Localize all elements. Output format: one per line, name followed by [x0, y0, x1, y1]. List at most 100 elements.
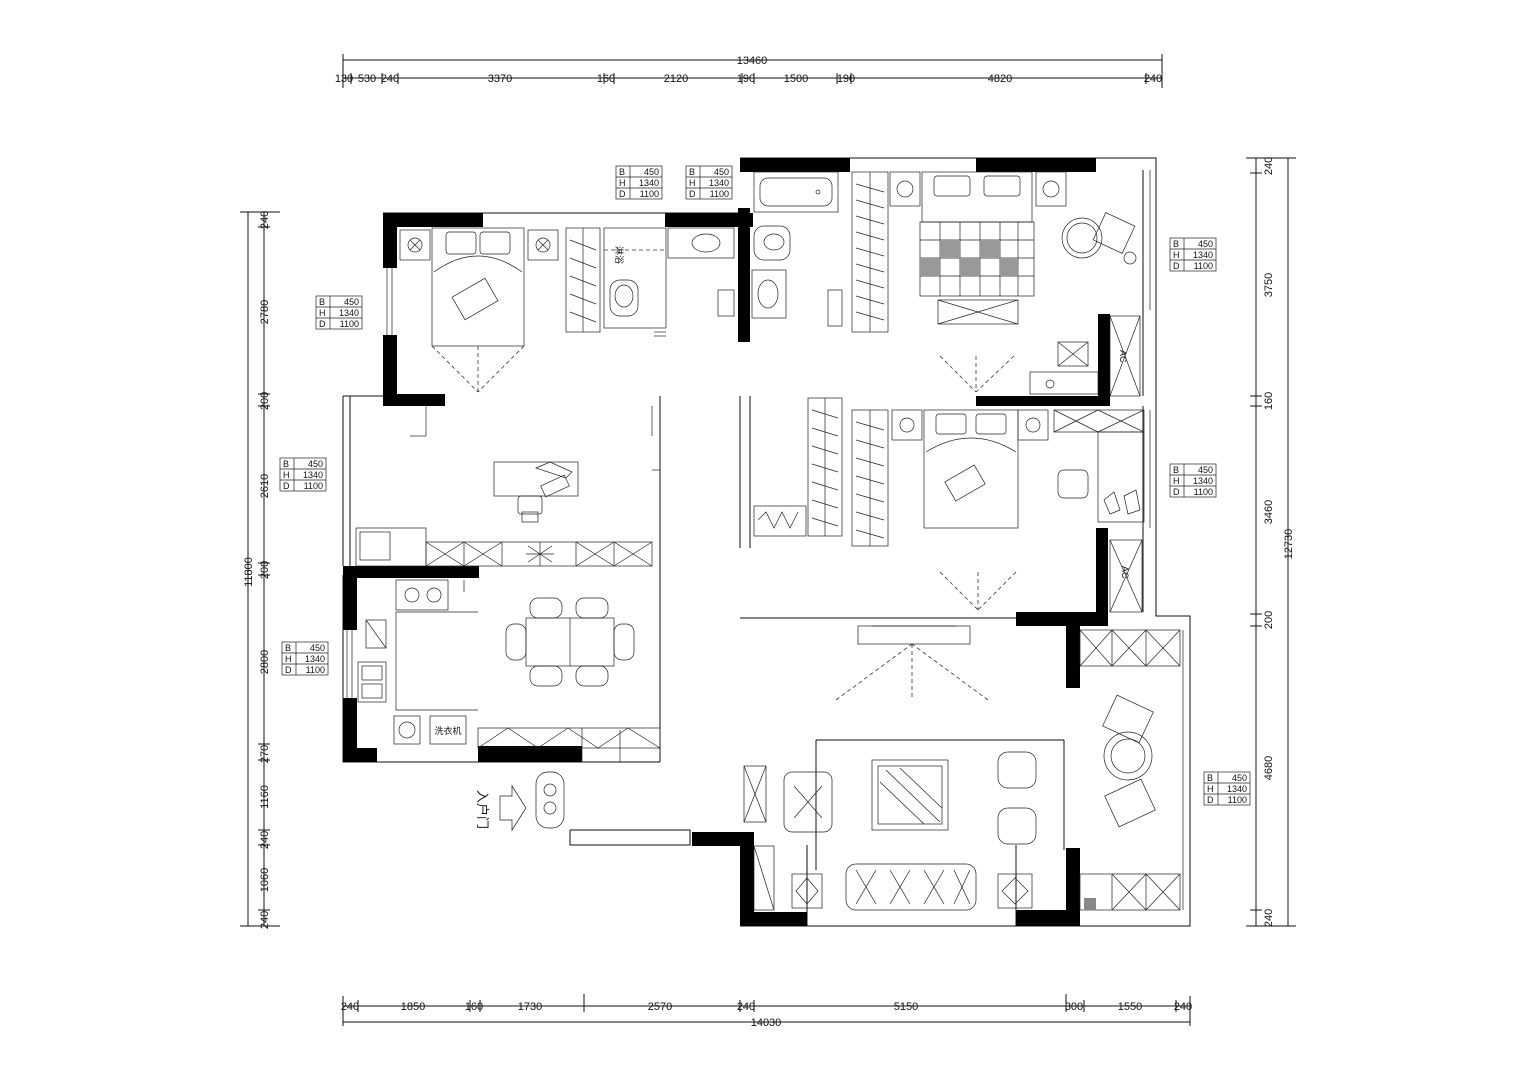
bedroom-left [399, 227, 601, 393]
dim-right-6: 240 [1263, 909, 1275, 927]
dimension-right: 240 3750 160 3460 200 4680 240 12730 [1246, 157, 1296, 927]
spec-value: 1100 [710, 189, 729, 199]
desk [493, 461, 579, 497]
spec-label: D [1173, 487, 1180, 497]
dim-left-0: 240 [259, 211, 271, 229]
ac-label: AC [1118, 350, 1128, 363]
wall-cabinet [1053, 409, 1145, 433]
dim-right-total: 12730 [1283, 529, 1295, 560]
dim-left-9: 1060 [259, 868, 271, 892]
spec-label: B [319, 297, 325, 307]
spec-label: H [285, 654, 292, 664]
spec-box-frame [279, 457, 327, 492]
walls [343, 158, 1110, 926]
washing-machine [429, 715, 467, 745]
spec-label: B [1207, 773, 1213, 783]
counter-cells [425, 541, 653, 567]
spec-box-frame [315, 295, 363, 330]
coffee-table [871, 759, 949, 831]
master-wardrobe [851, 171, 889, 333]
dining-area [477, 597, 661, 762]
spec-value: 1340 [639, 178, 659, 188]
spec-value: 1340 [305, 654, 325, 664]
dim-right-1: 3750 [1263, 273, 1275, 297]
dim-bottom-9: 240 [1174, 1001, 1192, 1013]
armchair [997, 807, 1037, 845]
entrance-label: 入户门 [475, 790, 490, 829]
spec-box-frame [685, 165, 733, 200]
dish-rack [365, 619, 387, 649]
spec-value: 1100 [1194, 261, 1213, 271]
double-bed [923, 409, 1019, 529]
dim-bottom-4: 2570 [648, 1001, 672, 1013]
spec-label: B [283, 459, 289, 469]
dim-left-7: 1160 [259, 785, 271, 809]
dim-bottom-2: 160 [465, 1001, 483, 1013]
dim-right-5: 4680 [1263, 756, 1275, 780]
spec-box-frame [1169, 237, 1217, 272]
spec-label: B [619, 167, 625, 177]
dim-left-ticks [258, 226, 270, 911]
spec-label: H [283, 470, 290, 480]
dining-chair [575, 597, 609, 619]
dim-left-6: 270 [259, 745, 271, 763]
toilet [609, 279, 639, 317]
dim-left-3: 2610 [259, 474, 271, 498]
dim-right-4: 200 [1263, 611, 1275, 629]
headboard [921, 171, 1033, 223]
bathroom-sink-counter [667, 227, 735, 259]
nightstand [1017, 409, 1049, 441]
spec-label: H [1207, 784, 1214, 794]
windows [346, 170, 1184, 910]
dim-bottom-3: 1730 [518, 1001, 542, 1013]
spec-label: B [1173, 465, 1179, 475]
dim-right-ticks [1250, 172, 1262, 911]
dining-chair [505, 623, 527, 661]
sink [357, 661, 387, 703]
spec-label: D [319, 319, 326, 329]
storage-cabinet [1079, 873, 1181, 911]
spec-label: H [1173, 476, 1180, 486]
shelf [827, 289, 843, 327]
bathtub [753, 171, 839, 213]
spec-value: 450 [644, 167, 659, 177]
dim-left-2: 200 [259, 392, 271, 410]
entrance: 入户门 [475, 771, 565, 832]
dim-right-0: 240 [1263, 157, 1275, 175]
ac-label-2: AC [1120, 566, 1130, 579]
appliance [393, 715, 421, 745]
dining-chair [613, 623, 635, 661]
storage-cabinet [1079, 629, 1181, 667]
bedroom-right: AC [753, 397, 1145, 613]
spec-label: B [1173, 239, 1179, 249]
spec-label: D [619, 189, 626, 199]
spec-value: 450 [310, 643, 325, 653]
washer-small [717, 289, 735, 317]
rug [937, 299, 1019, 325]
spec-label: H [1173, 250, 1180, 260]
spec-value: 450 [344, 297, 359, 307]
nightstand [527, 229, 559, 261]
spec-value: 1340 [1193, 250, 1213, 260]
side-table [791, 873, 823, 909]
sofa-pattern [855, 869, 971, 905]
spec-box-frame [615, 165, 663, 200]
dim-left-4: 200 [259, 561, 271, 579]
master-bedroom: AC [889, 171, 1141, 397]
dimension-bottom: 240 1850 160 1730 2570 240 5150 300 1550… [341, 994, 1192, 1029]
round-table [1061, 217, 1103, 259]
washer-label: 洗衣机 [434, 725, 461, 736]
dim-left-5: 2800 [259, 650, 271, 674]
dim-bottom-7: 300 [1065, 1001, 1083, 1013]
dim-right-2: 160 [1263, 392, 1275, 410]
living-room [743, 625, 1037, 911]
dimension-left: 11800 240 2780 200 2610 200 2800 270 116… [240, 211, 280, 929]
dining-chair [575, 665, 609, 687]
